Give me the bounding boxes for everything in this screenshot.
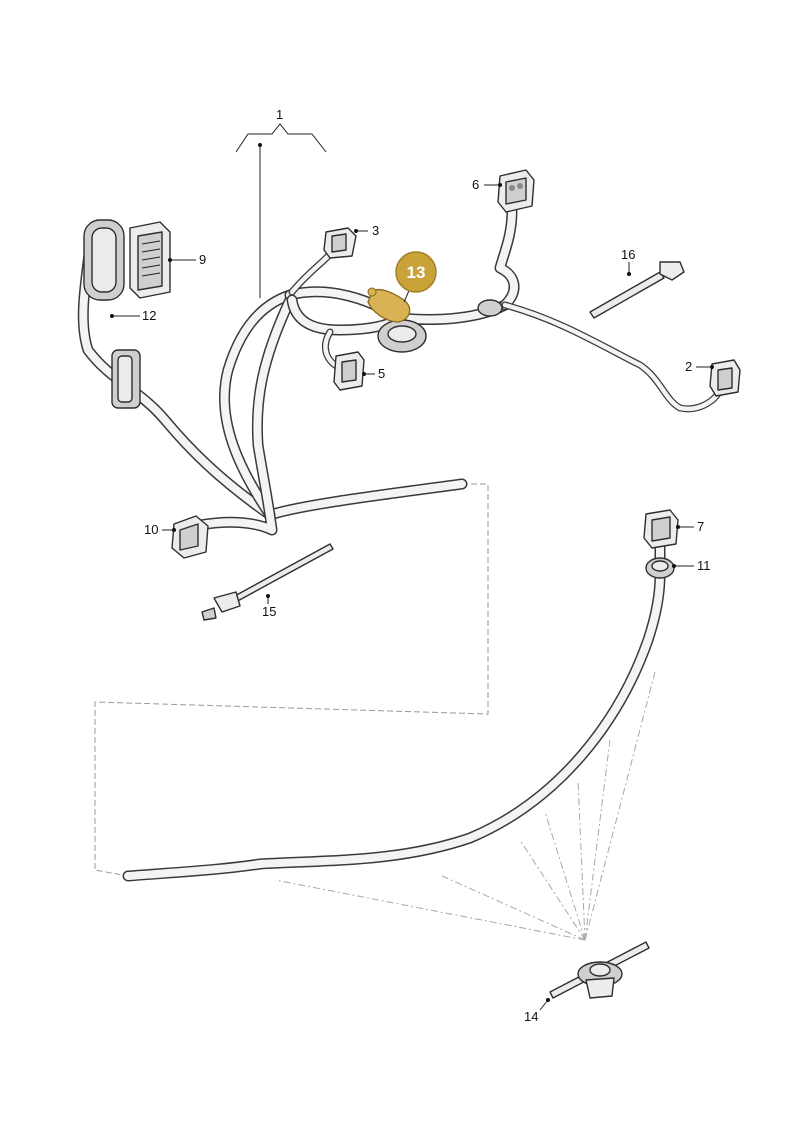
connector-6	[497, 169, 535, 213]
connector-5	[333, 351, 365, 391]
callout-6: 6	[472, 177, 479, 192]
grommet-11	[645, 557, 675, 579]
callout-10: 10	[144, 522, 158, 537]
connector-3	[323, 227, 357, 259]
callout-13: 13	[407, 263, 426, 282]
leader-lines	[110, 183, 714, 1011]
callout-1: 1	[276, 107, 283, 122]
connector-9	[129, 221, 171, 299]
callout-9: 9	[199, 252, 206, 267]
cable-tie-15	[201, 543, 334, 621]
part-13-holder	[367, 287, 411, 323]
grommet-12	[83, 219, 141, 409]
clip-14	[549, 941, 650, 999]
callout-12: 12	[142, 308, 156, 323]
item-1-bracket	[235, 123, 327, 298]
connector-10	[171, 515, 209, 559]
harness-grommet	[377, 299, 503, 353]
connector-2	[709, 359, 741, 397]
callout-16: 16	[621, 247, 635, 262]
callout-15: 15	[262, 604, 276, 619]
callout-2: 2	[685, 359, 692, 374]
highlight-callout-13: 13	[395, 251, 437, 293]
callout-7: 7	[697, 519, 704, 534]
callout-3: 3	[372, 223, 379, 238]
connector-7	[643, 509, 679, 549]
callouts: 1 2 3 5 6 7 9 10 11 12 14 15 16	[142, 107, 711, 1024]
reference-lines	[94, 483, 656, 941]
callout-11: 11	[697, 558, 711, 573]
callout-14: 14	[524, 1009, 538, 1024]
lower-cable	[122, 534, 666, 882]
callout-5: 5	[378, 366, 385, 381]
cable-tie-16	[589, 261, 685, 319]
